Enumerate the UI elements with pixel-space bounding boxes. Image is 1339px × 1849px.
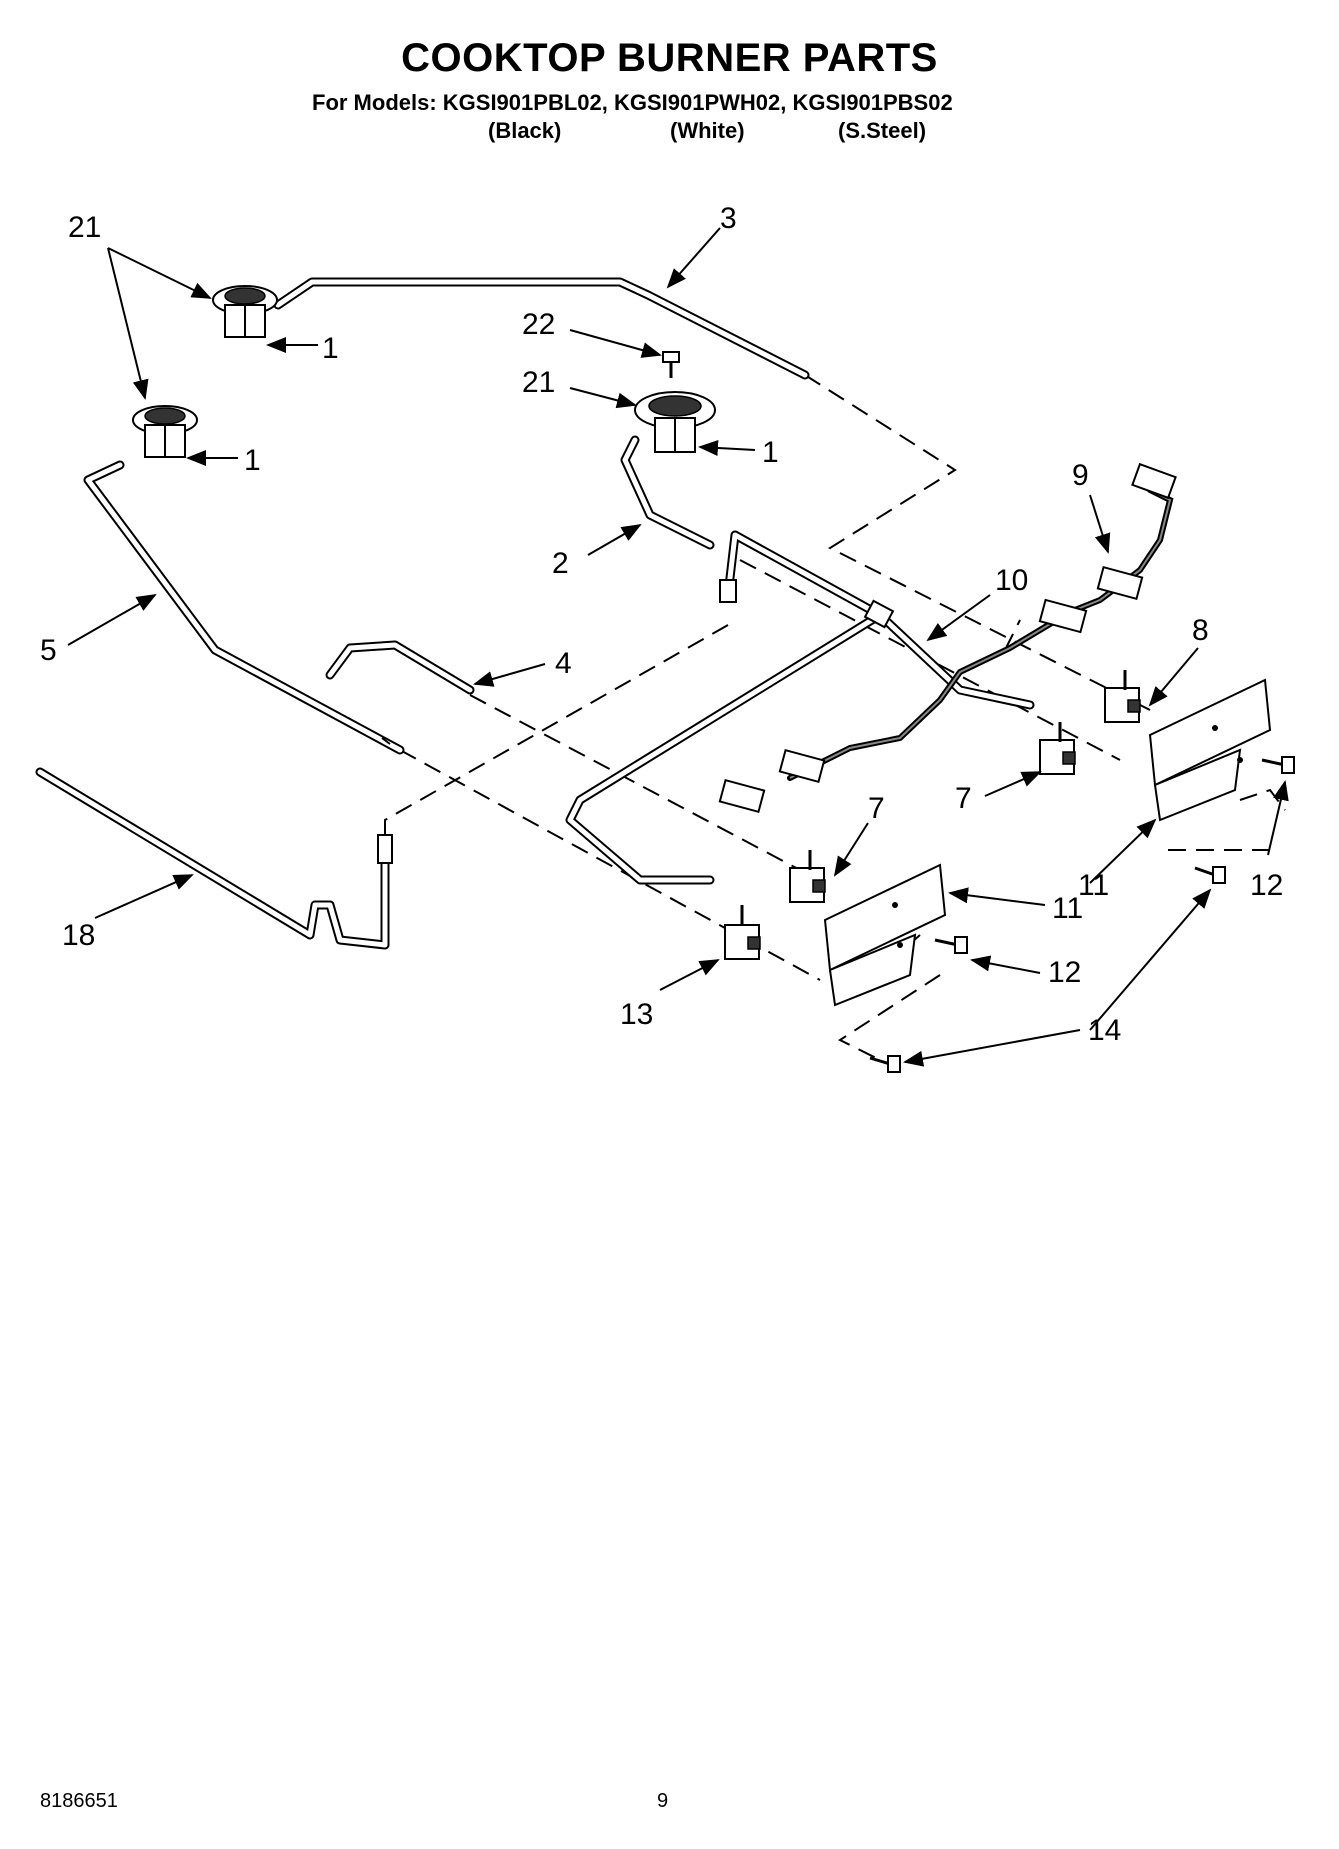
callout-11-right: 11	[1078, 869, 1109, 902]
finish-steel: (S.Steel)	[838, 118, 927, 143]
burner-base-top-left	[212, 285, 278, 338]
valve-13	[724, 905, 761, 960]
leader-lines	[67, 227, 1289, 1067]
burner-tube-4	[325, 640, 475, 695]
models-line: For Models: KGSI901PBL02, KGSI901PWH02, …	[312, 90, 953, 115]
callout-4: 4	[555, 647, 572, 680]
screw-12-right	[1261, 756, 1295, 774]
burner-base-center	[634, 391, 716, 453]
page-title: COOKTOP BURNER PARTS	[401, 36, 938, 80]
callout-7-center: 7	[868, 792, 885, 825]
callout-21-center: 21	[522, 366, 555, 399]
burner-base-left	[132, 405, 198, 458]
callout-1-center: 1	[762, 436, 779, 469]
screw-14-right	[1194, 866, 1226, 884]
callout-7-right: 7	[955, 782, 972, 815]
screw-22	[662, 351, 680, 378]
callout-3: 3	[720, 202, 737, 235]
callout-11-center: 11	[1052, 892, 1083, 925]
callout-12-right: 12	[1250, 869, 1283, 902]
callout-13: 13	[620, 998, 653, 1031]
page-number: 9	[657, 1790, 669, 1812]
callout-21-left: 21	[68, 211, 101, 244]
supply-tube-18	[35, 767, 393, 950]
burner-tube-5	[83, 460, 405, 755]
valve-7-right	[1039, 722, 1076, 775]
finish-black: (Black)	[488, 118, 562, 143]
callout-22: 22	[522, 308, 555, 341]
main-manifold-tube	[565, 530, 1035, 885]
burner-tube-2	[620, 435, 715, 550]
callout-18: 18	[62, 919, 95, 952]
callout-10: 10	[995, 564, 1028, 597]
valve-7-center	[789, 850, 826, 903]
burner-tube-3	[273, 277, 810, 380]
callout-12-center: 12	[1048, 956, 1081, 989]
screw-12-center	[934, 936, 968, 954]
callout-9: 9	[1072, 459, 1089, 492]
screw-14-center	[869, 1055, 901, 1073]
callout-8: 8	[1192, 614, 1209, 647]
document-number: 8186651	[40, 1790, 118, 1812]
valve-8	[1104, 670, 1141, 723]
finish-white: (White)	[670, 118, 745, 143]
igniter-harness	[718, 462, 1177, 814]
callout-14: 14	[1088, 1014, 1121, 1047]
callout-5: 5	[40, 634, 57, 667]
bracket-11-center	[823, 863, 947, 1007]
callout-1-top-left: 1	[322, 332, 339, 365]
callout-1-left: 1	[244, 444, 261, 477]
bracket-11-right	[1148, 678, 1272, 822]
callout-2: 2	[552, 547, 569, 580]
